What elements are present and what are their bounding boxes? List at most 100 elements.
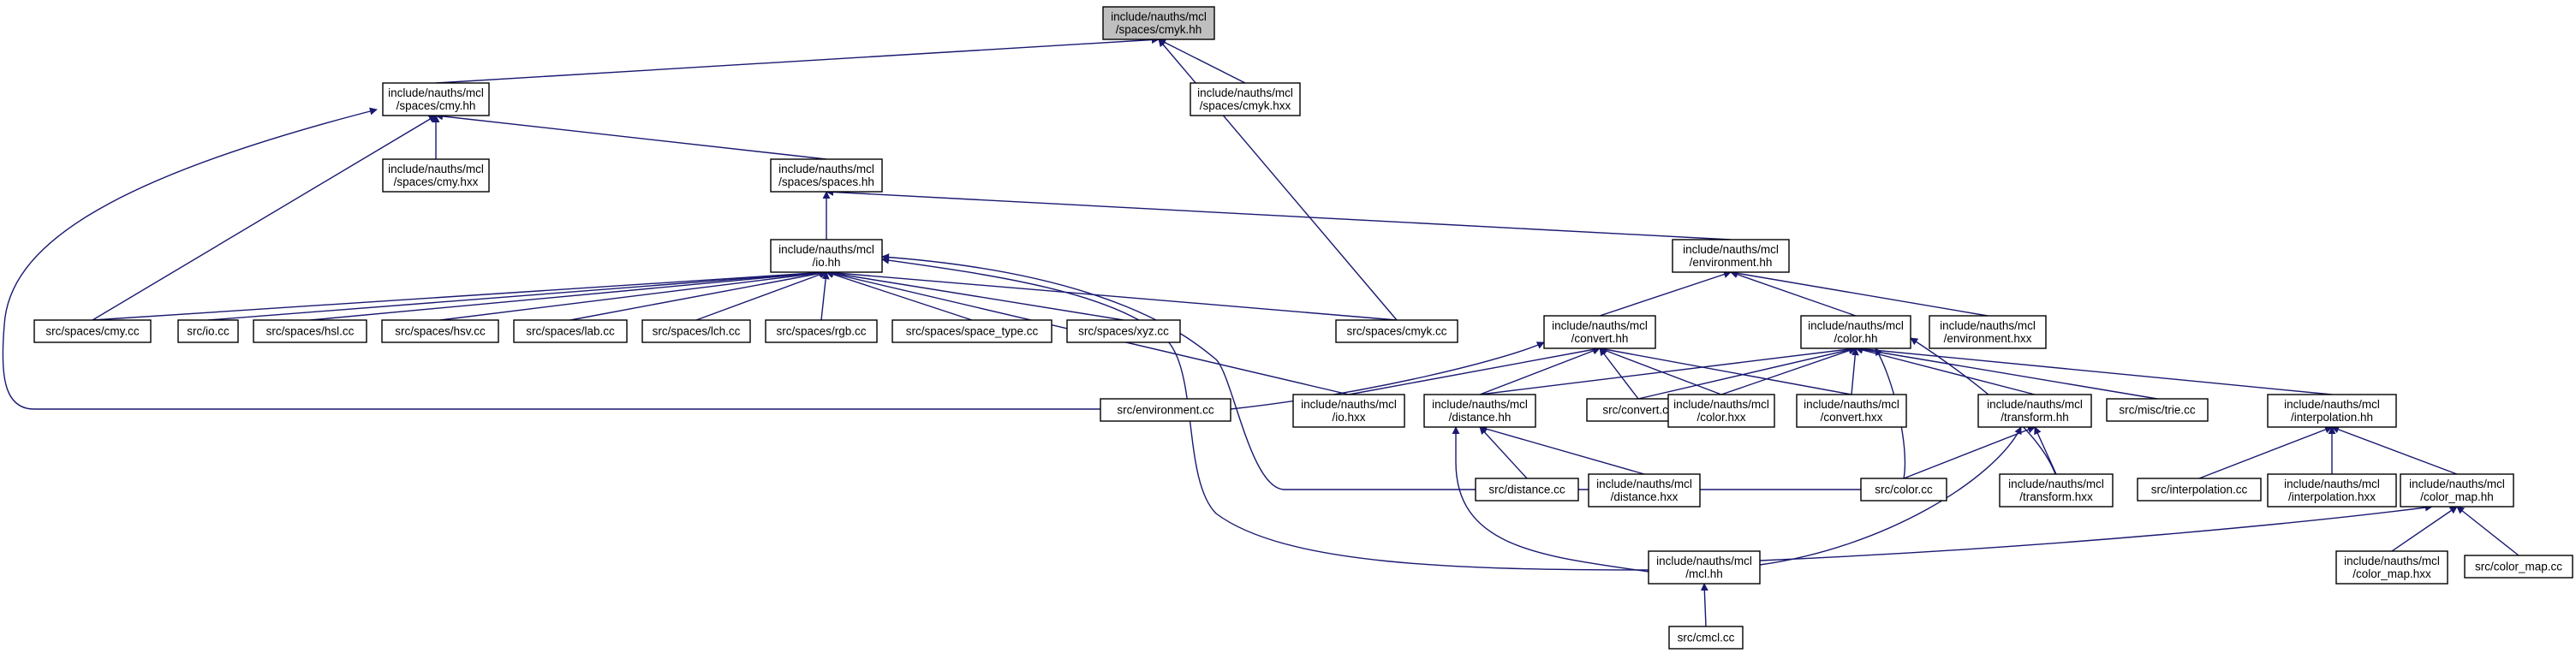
node-transform-hh[interactable]: include/nauths/mcl/transform.hh [1977,394,2092,428]
node-io-hh[interactable]: include/nauths/mcl/io.hh [770,239,883,273]
node-label-line: /transform.hh [2001,411,2069,424]
edge-distance_hh-to-color_hh [1479,345,1857,395]
edge-color_map_cc-to-color_map_hh [2456,506,2519,556]
node-spaces-hh[interactable]: include/nauths/mcl/spaces/spaces.hh [770,158,883,193]
edge-mcl_hh-to-distance_hh [1452,426,1649,573]
node-io-cc[interactable]: src/io.cc [177,319,239,343]
node-cmy-cc[interactable]: src/spaces/cmy.cc [33,319,152,343]
node-color-map-cc[interactable]: src/color_map.cc [2464,555,2573,579]
node-label-line: src/spaces/hsv.cc [395,325,486,338]
node-label-line: src/convert.cc [1602,404,1674,417]
node-space-type-cc[interactable]: src/spaces/space_type.cc [891,319,1052,343]
node-distance-hh[interactable]: include/nauths/mcl/distance.hh [1423,394,1536,428]
node-label-line: /mcl.hh [1685,567,1723,580]
node-label-line: /color_map.hxx [2352,567,2431,580]
node-mcl-hh[interactable]: include/nauths/mcl/mcl.hh [1648,550,1761,585]
node-lab-cc[interactable]: src/spaces/lab.cc [513,319,628,343]
edge-interpolation_hh-to-color_hh [1855,345,2333,395]
node-convert-hh[interactable]: include/nauths/mcl/convert.hh [1543,315,1656,349]
edge-trie_cc-to-color_hh [1855,345,2158,400]
node-label-line: /distance.hxx [1611,490,1679,503]
node-trie-cc[interactable]: src/misc/trie.cc [2106,398,2209,422]
edge-environment_hh-to-spaces_hh [826,187,1732,240]
node-label-line: /transform.hxx [2019,490,2093,503]
node-color-map-hxx[interactable]: include/nauths/mcl/color_map.hxx [2335,550,2448,585]
node-label-line: src/interpolation.cc [2151,484,2248,496]
node-label-line: src/color.cc [1875,484,1933,496]
node-cmy-hh[interactable]: include/nauths/mcl/spaces/cmy.hh [382,82,490,116]
node-interpolation-hxx[interactable]: include/nauths/mcl/interpolation.hxx [2267,473,2397,508]
node-distance-cc[interactable]: src/distance.cc [1475,478,1579,502]
edge-transform_hxx-to-transform_hh [2034,426,2057,475]
node-label-line: /color.hh [1834,332,1877,345]
node-box [381,319,499,343]
node-cmyk-cc[interactable]: src/spaces/cmyk.cc [1335,319,1458,343]
node-box [382,158,490,193]
node-box [253,319,367,343]
node-label-line: /color.hxx [1696,411,1745,424]
node-label-line: include/nauths/mcl [1940,319,2036,332]
node-label-line: include/nauths/mcl [778,163,874,175]
node-box [2400,473,2514,508]
node-box [1543,315,1656,349]
node-box [513,319,628,343]
node-label-line: include/nauths/mcl [1656,555,1752,567]
node-xyz-cc[interactable]: src/spaces/xyz.cc [1066,319,1181,343]
node-color-hh[interactable]: include/nauths/mcl/color.hh [1800,315,1911,349]
edge-hsl_cc-to-io_hh [309,269,827,321]
node-convert-hxx[interactable]: include/nauths/mcl/convert.hxx [1796,394,1907,428]
edge-cmyk_cc-to-io_hh [826,269,1398,321]
node-cmcl-cc[interactable]: src/cmcl.cc [1668,626,1744,650]
node-interpolation-hh[interactable]: include/nauths/mcl/interpolation.hh [2267,394,2397,428]
node-label-line: include/nauths/mcl [2284,478,2380,490]
node-distance-hxx[interactable]: include/nauths/mcl/distance.hxx [1588,473,1701,508]
edge-mcl_hh-to-color_map_hh [1759,503,2433,561]
node-label-line: src/cmcl.cc [1678,632,1735,644]
node-io-hxx[interactable]: include/nauths/mcl/io.hxx [1292,394,1405,428]
edge-convert_hxx-to-convert_hh [1599,346,1852,395]
node-environment-hh[interactable]: include/nauths/mcl/environment.hh [1672,239,1790,273]
node-label-line: src/spaces/lch.cc [653,325,741,338]
node-label-line: include/nauths/mcl [2344,555,2440,567]
node-label-line: src/color_map.cc [2475,561,2562,573]
node-transform-hxx[interactable]: include/nauths/mcl/transform.hxx [1999,473,2114,508]
edge-mcl_hh-to-transform_hh [1759,426,2022,566]
node-box [2464,555,2573,579]
node-label-line: /spaces/cmy.hxx [394,175,479,188]
node-label-line: include/nauths/mcl [1683,243,1779,256]
edge-convert_cc-to-color_hh [1637,346,1857,400]
node-label-line: /color_map.hh [2420,490,2494,503]
nodes-layer: include/nauths/mcl/spaces/cmyk.hh include… [33,6,2573,650]
node-cmyk-hh[interactable]: include/nauths/mcl/spaces/cmyk.hh [1102,6,1215,40]
node-box [1796,394,1907,428]
edge-mcl_hh-to-io_hh [881,256,1649,571]
node-color-cc[interactable]: src/color.cc [1860,478,1947,502]
node-lch-cc[interactable]: src/spaces/lch.cc [641,319,751,343]
node-interpolation-cc[interactable]: src/interpolation.cc [2137,478,2262,502]
node-color-hxx[interactable]: include/nauths/mcl/color.hxx [1667,394,1775,428]
node-cmy-hxx[interactable]: include/nauths/mcl/spaces/cmy.hxx [382,158,490,193]
node-hsl-cc[interactable]: src/spaces/hsl.cc [253,319,367,343]
edge-lab_cc-to-io_hh [569,270,827,321]
node-box [1648,550,1761,585]
node-label-line: include/nauths/mcl [1987,398,2083,411]
edge-spaces_hh-to-cmy_hh [435,112,827,160]
node-environment-hxx[interactable]: include/nauths/mcl/environment.hxx [1929,315,2047,349]
node-box [1475,478,1579,502]
edge-distance_cc-to-distance_hh [1479,426,1528,479]
node-label-line: include/nauths/mcl [388,86,484,99]
node-color-map-hh[interactable]: include/nauths/mcl/color_map.hh [2400,473,2514,508]
node-box [641,319,751,343]
node-label-line: src/misc/trie.cc [2119,404,2195,417]
node-rgb-cc[interactable]: src/spaces/rgb.cc [765,319,878,343]
node-label-line: include/nauths/mcl [1808,319,1904,332]
node-hsv-cc[interactable]: src/spaces/hsv.cc [381,319,499,343]
edge-io_cc-to-io_hh [207,269,827,321]
edge-cmyk_cc-to-cmyk_hh [1158,39,1398,321]
edge-transform_hh-to-color_hh [1855,346,2036,395]
node-cmyk-hxx[interactable]: include/nauths/mcl/spaces/cmyk.hxx [1190,82,1301,116]
node-environment-cc[interactable]: src/environment.cc [1100,398,1231,422]
node-label-line: src/spaces/cmyk.cc [1346,325,1446,338]
edge-color_cc-to-transform_hh [1903,425,2036,479]
